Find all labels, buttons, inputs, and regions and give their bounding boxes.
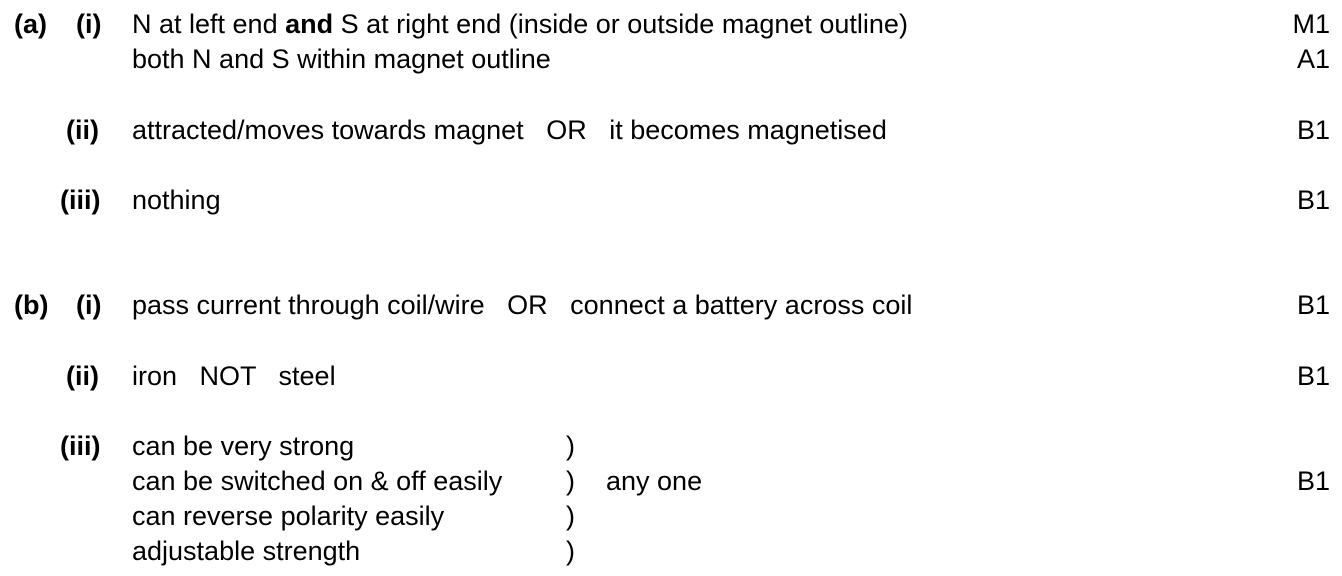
part-b-ii-number: (ii) bbox=[66, 361, 99, 391]
part-b-iii-bracket: ) bbox=[566, 431, 575, 461]
part-b-i-mark: B1 bbox=[1296, 290, 1330, 320]
part-b-ii-text: iron NOT steel bbox=[132, 361, 336, 391]
part-b-iii-option: can be very strong bbox=[132, 431, 355, 461]
part-a-i-line1-pre: N at left end bbox=[132, 9, 286, 39]
part-b-ii-mark: B1 bbox=[1296, 361, 1330, 391]
part-b-iii-note: any one bbox=[606, 466, 703, 496]
part-a-iii-text: nothing bbox=[132, 185, 221, 215]
part-b-iii-option: adjustable strength bbox=[132, 536, 361, 566]
part-a-i-line1-bold: and bbox=[285, 9, 334, 39]
part-b-iii-option: can be switched on & off easily bbox=[132, 466, 503, 496]
part-b-i-text: pass current through coil/wire OR connec… bbox=[132, 290, 913, 320]
part-a-ii-number: (ii) bbox=[66, 115, 99, 145]
part-a-i-line2: both N and S within magnet outline bbox=[132, 44, 551, 74]
part-b-iii-option: can reverse polarity easily bbox=[132, 501, 445, 531]
part-a-label: (a) bbox=[14, 9, 47, 39]
part-a-i-line1-post: S at right end (inside or outside magnet… bbox=[333, 9, 908, 39]
part-b-iii-bracket: ) bbox=[566, 501, 575, 531]
part-a-i-number: (i) bbox=[76, 9, 102, 39]
part-b-i-number: (i) bbox=[76, 290, 102, 320]
part-a-iii-number: (iii) bbox=[60, 185, 101, 215]
part-b-iii-mark: B1 bbox=[1296, 466, 1330, 496]
part-a-ii-text: attracted/moves towards magnet OR it bec… bbox=[132, 115, 887, 145]
part-b-label: (b) bbox=[14, 290, 49, 320]
part-a-ii-mark: B1 bbox=[1296, 115, 1330, 145]
part-a-iii-mark: B1 bbox=[1296, 185, 1330, 215]
part-b-iii-number: (iii) bbox=[60, 431, 101, 461]
part-a-i-mark1: M1 bbox=[1292, 9, 1330, 39]
part-b-iii-bracket: ) bbox=[566, 536, 575, 566]
part-a-i-line1: N at left end and S at right end (inside… bbox=[132, 11, 908, 38]
part-b-iii-bracket: ) bbox=[566, 466, 575, 496]
part-a-i-mark2: A1 bbox=[1296, 44, 1330, 74]
